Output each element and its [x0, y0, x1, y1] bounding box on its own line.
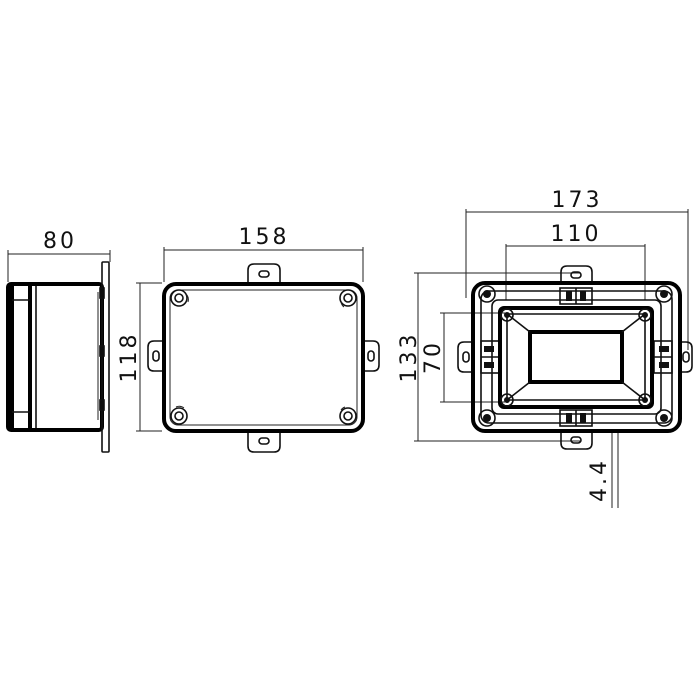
- mount-hole-label: 4.4: [587, 458, 612, 502]
- front-screw-bottom-left: [170, 405, 188, 425]
- front-screw-top-right: [339, 289, 357, 308]
- back-outer-width-dimension: 173: [465, 188, 689, 350]
- front-screw-bottom-right: [339, 406, 357, 425]
- back-clip-right: [653, 340, 673, 374]
- back-inner-width-label: 110: [551, 222, 602, 247]
- front-top-tab: [247, 263, 281, 284]
- front-width-dimension: 158: [163, 225, 364, 282]
- front-bottom-tab: [247, 431, 281, 453]
- back-inner-height-label: 70: [421, 340, 446, 374]
- back-corner-boss-bottom-right: [655, 409, 673, 427]
- back-clip-bottom: [559, 409, 593, 427]
- back-view: 173 110 133 70 4.4: [397, 188, 693, 508]
- front-right-tab: [363, 340, 380, 372]
- back-bottom-tab: [560, 431, 593, 450]
- back-corner-boss-top-left: [478, 285, 496, 303]
- back-outer-height-label: 133: [397, 332, 422, 383]
- front-height-dimension: 118: [117, 282, 162, 432]
- back-corner-boss-top-right: [655, 285, 673, 303]
- front-lid: [162, 282, 365, 433]
- back-right-tab: [680, 341, 693, 373]
- front-screw-top-left: [170, 289, 189, 307]
- side-width-dimension: 80: [7, 229, 111, 282]
- back-recessed-panel: [498, 306, 654, 409]
- back-top-tab: [560, 265, 593, 283]
- side-view: 80: [6, 229, 111, 453]
- mount-hole-dimension: 4.4: [587, 432, 619, 508]
- side-body: [6, 282, 104, 432]
- front-width-label: 158: [239, 225, 290, 250]
- front-height-label: 118: [117, 332, 142, 383]
- back-clip-top: [559, 287, 593, 305]
- back-clip-left: [480, 340, 500, 374]
- back-left-tab: [457, 341, 473, 373]
- front-view: 158 118: [117, 225, 380, 453]
- back-outer-height-dimension: 133: [397, 272, 580, 442]
- back-housing: [471, 281, 682, 433]
- back-outer-width-label: 173: [552, 188, 603, 213]
- front-left-tab: [147, 340, 164, 372]
- side-width-label: 80: [43, 229, 77, 254]
- back-corner-boss-bottom-left: [478, 409, 496, 427]
